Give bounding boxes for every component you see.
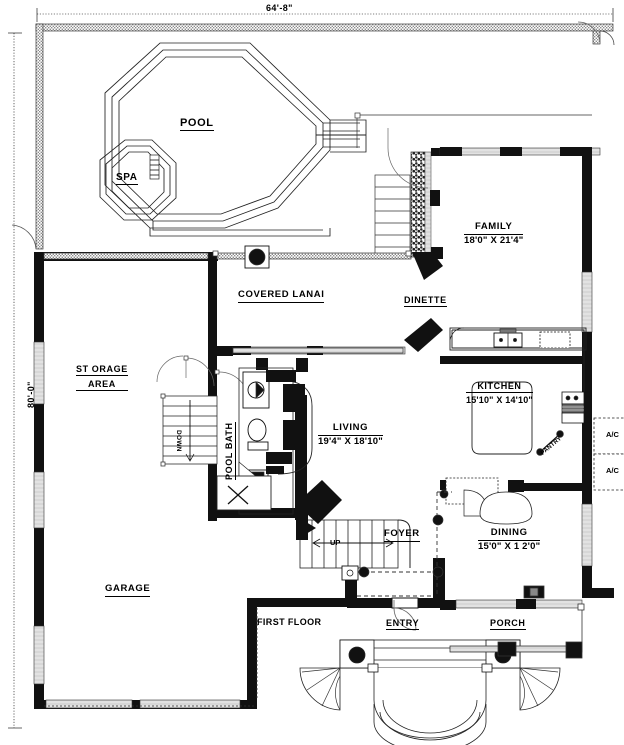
room-label-covered-lanai: COVERED LANAI	[238, 289, 325, 303]
room-label-storage-area: ST ORAGE AREA	[76, 364, 128, 392]
overall-depth-dimension: 80'-0"	[26, 381, 36, 408]
room-label-living: LIVING 19'4" X 18'10"	[318, 422, 383, 448]
room-label-pool-bath: POOL BATH	[224, 422, 237, 480]
room-label-spa: SPA	[116, 172, 138, 186]
ac-unit-1-label: A/C	[606, 430, 619, 439]
stair-down-label: DOWN	[175, 430, 182, 452]
first-floor-note: FIRST FLOOR	[257, 617, 322, 627]
overall-width-dimension: 64'-8"	[266, 3, 293, 13]
lanai-structure	[43, 245, 412, 383]
lanai-steps	[374, 174, 411, 258]
room-label-foyer: FOYER	[384, 528, 420, 542]
room-label-porch: PORCH	[490, 618, 526, 631]
room-label-kitchen: KITCHEN 15'10" X 14'10"	[466, 381, 533, 405]
spa	[99, 139, 177, 221]
stair-up-label: UP	[330, 538, 341, 547]
ac-unit-2-label: A/C	[606, 466, 619, 475]
room-label-pool: POOL	[180, 117, 214, 132]
planter-bed	[410, 151, 432, 258]
interior-details	[160, 21, 624, 597]
room-label-garage: GARAGE	[105, 583, 151, 597]
slab-edges	[44, 608, 258, 707]
dimension-lines	[8, 8, 614, 729]
room-label-dinette: DINETTE	[404, 295, 447, 308]
screen-enclosure-walls	[11, 23, 615, 250]
porch-railing	[449, 585, 585, 659]
room-label-family: FAMILY 18'0" X 21'4"	[464, 221, 524, 247]
room-label-entry: ENTRY	[386, 618, 420, 631]
room-label-dining: DINING 15'0" X 1 2'0"	[478, 527, 541, 553]
built-in-masses	[266, 370, 342, 540]
swimming-pool	[104, 42, 367, 237]
